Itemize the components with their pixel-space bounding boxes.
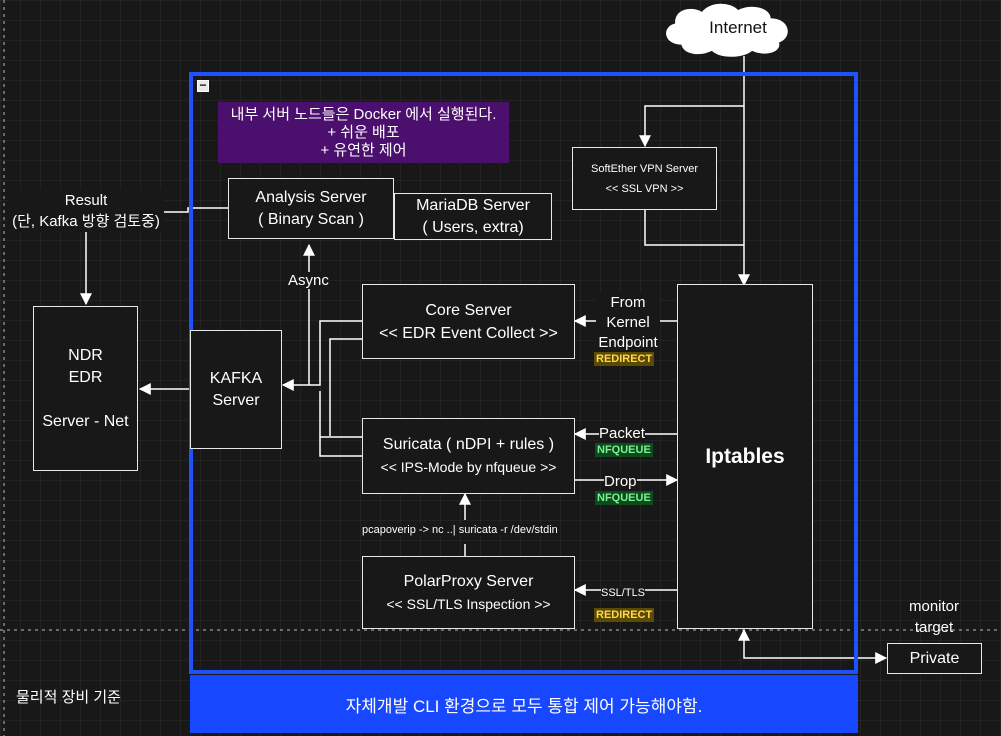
cli-footer-text: 자체개발 CLI 환경으로 모두 통합 제어 가능해야함. bbox=[345, 696, 703, 716]
result-label-line2: (단, Kafka 방향 검토중) bbox=[12, 213, 160, 230]
from-kernel-line3: Endpoint bbox=[598, 334, 658, 351]
physical-equipment-label: 물리적 장비 기준 bbox=[16, 689, 121, 706]
collapse-toggle-icon[interactable]: − bbox=[197, 79, 209, 92]
private-label: Private bbox=[909, 649, 960, 667]
nfqueue-badge-packet: NFQUEUE bbox=[595, 443, 653, 457]
note-line-3: + 유연한 제어 bbox=[320, 141, 407, 159]
redirect-badge-core: REDIRECT bbox=[594, 352, 655, 366]
internet-label: Internet bbox=[709, 18, 767, 37]
mariadb-server-title: MariaDB Server bbox=[416, 196, 530, 214]
kafka-server-title: KAFKA bbox=[209, 369, 263, 387]
from-kernel-label: From Kernel Endpoint bbox=[596, 293, 660, 353]
async-label: Async bbox=[288, 272, 329, 289]
core-server-node[interactable]: Core Server << EDR Event Collect >> bbox=[362, 284, 575, 359]
note-line-2: + 쉬운 배포 bbox=[327, 123, 400, 141]
note-line-1: 내부 서버 노드들은 Docker 에서 실행된다. bbox=[230, 105, 497, 123]
kafka-server-node[interactable]: KAFKA Server bbox=[190, 330, 282, 449]
from-kernel-line1: From bbox=[610, 294, 646, 311]
kafka-server-subtitle: Server bbox=[212, 391, 260, 409]
polarproxy-server-node[interactable]: PolarProxy Server << SSL/TLS Inspection … bbox=[362, 556, 575, 629]
ndr-label: NDR bbox=[68, 346, 103, 364]
vpn-server-node[interactable]: SoftEther VPN Server << SSL VPN >> bbox=[572, 147, 717, 210]
redirect-badge-polar: REDIRECT bbox=[594, 608, 655, 622]
mariadb-server-node[interactable]: MariaDB Server ( Users, extra) bbox=[394, 193, 552, 240]
polarproxy-server-title: PolarProxy Server bbox=[403, 572, 534, 590]
monitor-label-line1: monitor bbox=[908, 598, 960, 615]
docker-note: 내부 서버 노드들은 Docker 에서 실행된다. + 쉬운 배포 + 유연한… bbox=[218, 102, 509, 163]
mariadb-server-subtitle: ( Users, extra) bbox=[422, 218, 524, 236]
private-node[interactable]: Private bbox=[887, 643, 982, 674]
ndr-edr-server-node[interactable]: NDR EDR Server - Net bbox=[33, 306, 138, 471]
monitor-target-label: monitor target bbox=[900, 596, 968, 638]
core-server-title: Core Server bbox=[425, 301, 512, 319]
vpn-server-title: SoftEther VPN Server bbox=[591, 162, 698, 175]
edr-label: EDR bbox=[68, 368, 103, 386]
vpn-server-subtitle: << SSL VPN >> bbox=[605, 182, 684, 195]
suricata-server-subtitle: << IPS-Mode by nfqueue >> bbox=[380, 459, 557, 475]
suricata-server-node[interactable]: Suricata ( nDPI + rules ) << IPS-Mode by… bbox=[362, 418, 575, 494]
ssl-tls-label: SSL/TLS bbox=[601, 587, 646, 599]
analysis-server-node[interactable]: Analysis Server ( Binary Scan ) bbox=[228, 178, 394, 239]
from-kernel-line2: Kernel bbox=[606, 314, 650, 331]
packet-label: Packet bbox=[599, 425, 645, 442]
core-server-subtitle: << EDR Event Collect >> bbox=[379, 324, 558, 342]
nfqueue-badge-drop: NFQUEUE bbox=[595, 491, 653, 505]
server-net-label: Server - Net bbox=[42, 412, 129, 430]
result-label-line1: Result bbox=[64, 192, 108, 209]
result-label: Result (단, Kafka 방향 검토중) bbox=[8, 190, 164, 232]
monitor-label-line2: target bbox=[914, 619, 954, 636]
iptables-node[interactable]: Iptables bbox=[677, 284, 813, 629]
polarproxy-server-subtitle: << SSL/TLS Inspection >> bbox=[386, 595, 551, 612]
drop-label: Drop bbox=[604, 473, 637, 490]
iptables-label: Iptables bbox=[705, 444, 785, 468]
pcap-command-label: pcapoverip -> nc ..| suricata -r /dev/st… bbox=[362, 524, 558, 536]
suricata-server-title: Suricata ( nDPI + rules ) bbox=[382, 436, 555, 453]
analysis-server-title: Analysis Server bbox=[255, 188, 367, 206]
internet-cloud-shape bbox=[666, 3, 788, 57]
analysis-server-subtitle: ( Binary Scan ) bbox=[258, 210, 364, 228]
cli-footer-banner: 자체개발 CLI 환경으로 모두 통합 제어 가능해야함. bbox=[190, 675, 858, 733]
